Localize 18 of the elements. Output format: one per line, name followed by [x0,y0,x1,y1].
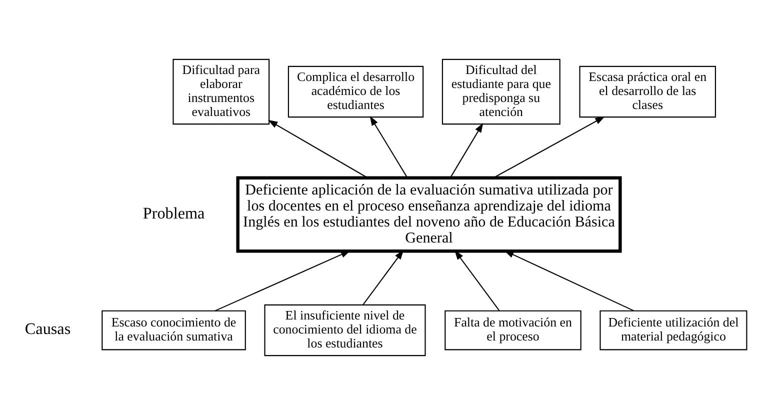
arrow [454,250,500,310]
arrow [369,115,408,178]
node-box: Escaso conocimiento de la evaluación sumativa [101,310,246,350]
node-box: Deficiente aplicación de la evaluación sumativa utilizada por los docentes en el proceso enseñanza aprendizaje del idioma Inglés en los estudiantes del noveno año de Educación Básica General [236,176,622,252]
node-box: El insuficiente nivel de conocimiento del idioma de los estudiantes [264,304,426,356]
node-box: Dificultad para elaborar instrumentos evaluativos [172,58,270,124]
node-box: Falta de motivación en el proceso [444,310,581,350]
arrow [504,250,634,311]
arrow [267,119,368,178]
node-box: Escasa práctica oral en el desarrollo de las clases [578,65,716,118]
node-box: Dificultad del estudiante para que predisponga su atención [441,58,560,124]
node-box: Complica el desarrollo académico de los estudiantes [287,65,424,118]
label: Causas [24,320,70,338]
arrow [492,116,604,178]
node-box: Deficiente utilización del material pedagógico [599,310,747,350]
arrow [214,250,350,311]
label: Problema [142,204,204,222]
arrow [449,122,483,178]
